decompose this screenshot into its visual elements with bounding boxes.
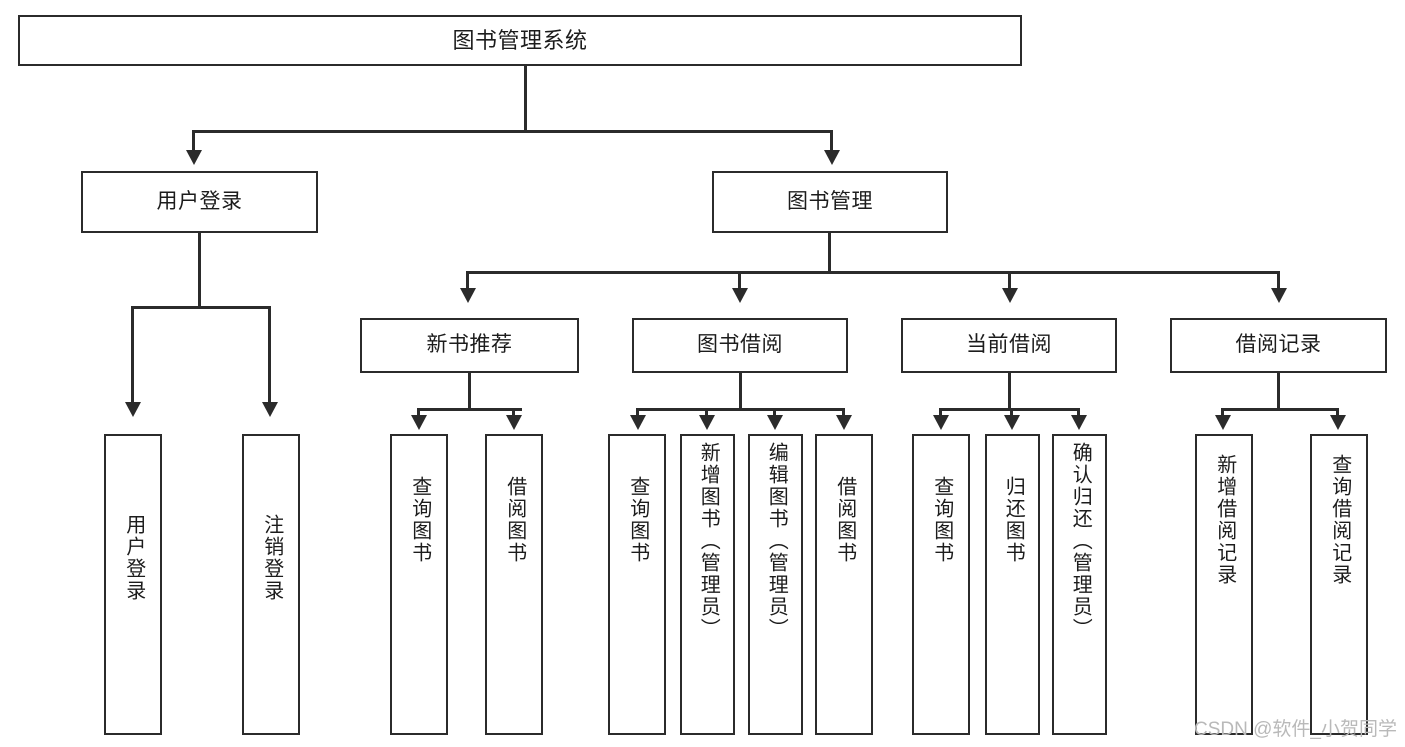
arrow-records-to-leaf-1	[1215, 415, 1231, 430]
node-label: 图书管理	[787, 189, 873, 213]
node-root-system[interactable]: 图书管理系统	[18, 15, 1022, 66]
node-label: 注销登录	[260, 514, 283, 602]
node-label: 当前借阅	[966, 333, 1052, 357]
arrow-bookmgmt-to-records	[1271, 288, 1287, 303]
edge-records-stem	[1277, 373, 1280, 409]
node-label: 图书借阅	[697, 333, 783, 357]
edge-userlogin-to-leaf-2	[268, 306, 271, 404]
node-label: 查询借阅记录	[1328, 454, 1351, 586]
node-new-book-recommend[interactable]: 新书推荐	[360, 318, 579, 373]
edge-newbooks-to-leaf-2	[512, 408, 515, 418]
edge-root-bus	[192, 130, 833, 133]
leaf-borrow-books-borrow[interactable]: 借阅图书	[815, 434, 873, 735]
arrow-currentborrow-to-leaf-3	[1071, 415, 1087, 430]
arrow-root-to-book-manage	[824, 150, 840, 165]
edge-newbooks-bus	[417, 408, 522, 411]
arrow-newbooks-to-leaf-2	[506, 415, 522, 430]
edge-currentborrow-bus	[939, 408, 1079, 411]
leaf-query-borrow-record[interactable]: 查询借阅记录	[1310, 434, 1368, 735]
leaf-confirm-return-admin[interactable]: 确认归还（管理员）	[1052, 434, 1107, 735]
edge-bookborrow-to-leaf-4	[842, 408, 845, 418]
node-label: 新增借阅记录	[1213, 454, 1236, 586]
arrow-bookmgmt-to-current	[1002, 288, 1018, 303]
edge-records-to-leaf-2	[1336, 408, 1339, 418]
edge-root-to-user-login	[192, 130, 195, 152]
node-user-login[interactable]: 用户登录	[81, 171, 318, 233]
node-label: 归还图书	[1002, 476, 1025, 564]
arrow-currentborrow-to-leaf-2	[1004, 415, 1020, 430]
edge-records-bus	[1221, 408, 1338, 411]
node-label: 查询图书	[626, 476, 649, 564]
edge-bookborrow-stem	[739, 373, 742, 409]
node-label: 借阅图书	[833, 476, 856, 564]
leaf-user-login[interactable]: 用户登录	[104, 434, 162, 735]
edge-records-to-leaf-1	[1221, 408, 1224, 418]
node-label: 用户登录	[156, 189, 243, 213]
edge-currentborrow-to-leaf-1	[939, 408, 942, 418]
edge-bookborrow-to-leaf-3	[773, 408, 776, 418]
edge-userlogin-bus	[131, 306, 270, 309]
arrow-bookborrow-to-leaf-4	[836, 415, 852, 430]
leaf-add-borrow-record[interactable]: 新增借阅记录	[1195, 434, 1253, 735]
arrow-bookborrow-to-leaf-1	[630, 415, 646, 430]
arrow-userlogin-to-leaf-1	[125, 402, 141, 417]
arrow-root-to-user-login	[186, 150, 202, 165]
node-current-borrow[interactable]: 当前借阅	[901, 318, 1117, 373]
node-label: 编辑图书（管理员）	[765, 442, 788, 640]
leaf-borrow-books-new[interactable]: 借阅图书	[485, 434, 543, 735]
edge-userlogin-to-leaf-1	[131, 306, 134, 404]
edge-userlogin-stem	[198, 233, 201, 307]
arrow-bookborrow-to-leaf-3	[767, 415, 783, 430]
node-book-borrow[interactable]: 图书借阅	[632, 318, 848, 373]
edge-newbooks-stem	[468, 373, 471, 409]
node-label: 查询图书	[408, 476, 431, 564]
leaf-query-books-new[interactable]: 查询图书	[390, 434, 448, 735]
edge-root-stem	[524, 66, 527, 131]
node-label: 借阅记录	[1235, 333, 1322, 357]
node-label: 查询图书	[930, 476, 953, 564]
edge-bookborrow-bus	[636, 408, 844, 411]
node-borrow-records[interactable]: 借阅记录	[1170, 318, 1387, 373]
arrow-bookmgmt-to-borrow	[732, 288, 748, 303]
edge-currentborrow-to-leaf-2	[1010, 408, 1013, 418]
leaf-edit-book-admin[interactable]: 编辑图书（管理员）	[748, 434, 803, 735]
node-label: 确认归还（管理员）	[1069, 442, 1092, 640]
node-label: 用户登录	[122, 514, 145, 602]
arrow-newbooks-to-leaf-1	[411, 415, 427, 430]
edge-bookmgmt-to-borrow	[738, 271, 741, 290]
node-book-management[interactable]: 图书管理	[712, 171, 948, 233]
leaf-logout[interactable]: 注销登录	[242, 434, 300, 735]
csdn-watermark: CSDN @软件_小贺同学	[1194, 719, 1397, 740]
edge-bookmgmt-to-new-books	[466, 271, 469, 290]
edge-bookborrow-to-leaf-2	[705, 408, 708, 418]
edge-bookmgmt-stem	[828, 233, 831, 272]
leaf-query-books-borrow[interactable]: 查询图书	[608, 434, 666, 735]
node-label: 借阅图书	[503, 476, 526, 564]
leaf-return-books[interactable]: 归还图书	[985, 434, 1040, 735]
arrow-currentborrow-to-leaf-1	[933, 415, 949, 430]
arrow-userlogin-to-leaf-2	[262, 402, 278, 417]
leaf-query-books-current[interactable]: 查询图书	[912, 434, 970, 735]
edge-bookmgmt-bus	[466, 271, 1280, 274]
edge-root-to-book-manage	[830, 130, 833, 152]
edge-bookborrow-to-leaf-1	[636, 408, 639, 418]
edge-currentborrow-stem	[1008, 373, 1011, 409]
edge-bookmgmt-to-current	[1008, 271, 1011, 290]
arrow-records-to-leaf-2	[1330, 415, 1346, 430]
edge-newbooks-to-leaf-1	[417, 408, 420, 418]
node-label: 新书推荐	[426, 333, 513, 357]
edge-currentborrow-to-leaf-3	[1077, 408, 1080, 418]
arrow-bookmgmt-to-new-books	[460, 288, 476, 303]
arrow-bookborrow-to-leaf-2	[699, 415, 715, 430]
edge-bookmgmt-to-records	[1277, 271, 1280, 290]
node-label: 图书管理系统	[452, 27, 588, 53]
node-label: 新增图书（管理员）	[697, 442, 720, 640]
leaf-add-book-admin[interactable]: 新增图书（管理员）	[680, 434, 735, 735]
